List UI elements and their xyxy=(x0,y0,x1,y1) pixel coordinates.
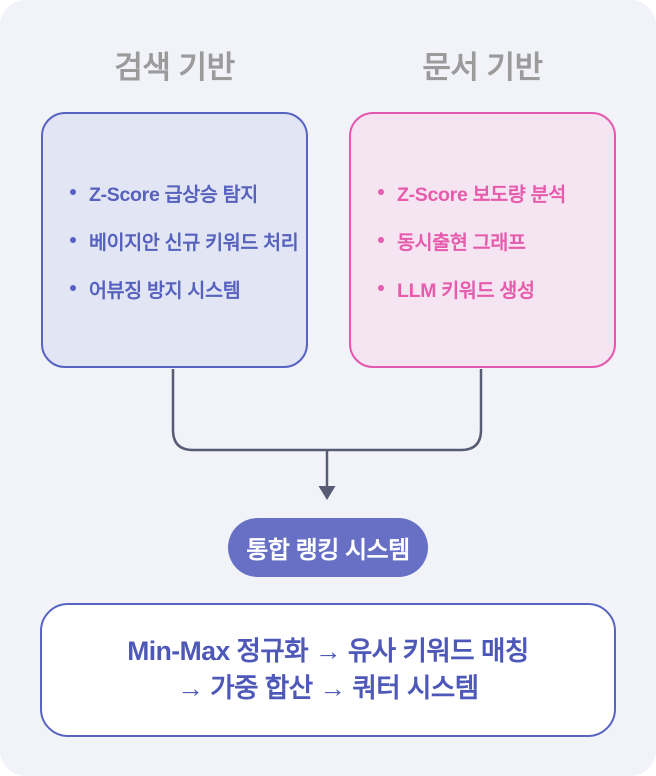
bullet-icon xyxy=(378,237,384,243)
merge-connector-line xyxy=(171,369,483,452)
list-item-label: Z-Score 급상승 탐지 xyxy=(89,183,258,206)
merged-ranking-badge: 통합 랭킹 시스템 xyxy=(228,518,428,577)
arrow-down-icon xyxy=(318,486,336,500)
list-item: Z-Score 보도량 분석 xyxy=(378,178,614,207)
search-based-box: Z-Score 급상승 탐지 베이지안 신규 키워드 처리 어뷰징 방지 시스템 xyxy=(41,112,308,368)
list-item-label: 어뷰징 방지 시스템 xyxy=(89,279,241,302)
pipeline-line1: Min-Max 정규화 → 유사 키워드 매칭 xyxy=(127,636,529,666)
document-based-box: Z-Score 보도량 분석 동시출현 그래프 LLM 키워드 생성 xyxy=(349,112,616,368)
list-item: 베이지안 신규 키워드 처리 xyxy=(70,226,306,255)
list-item-label: 베이지안 신규 키워드 처리 xyxy=(89,231,299,254)
merged-ranking-badge-label: 통합 랭킹 시스템 xyxy=(246,537,410,564)
pipeline-box: Min-Max 정규화 → 유사 키워드 매칭 → 가중 합산 → 쿼터 시스템 xyxy=(40,603,616,737)
bullet-icon xyxy=(70,189,76,195)
column-title-search: 검색 기반 xyxy=(114,50,235,85)
document-based-list: Z-Score 보도량 분석 동시출현 그래프 LLM 키워드 생성 xyxy=(351,178,614,303)
search-based-list: Z-Score 급상승 탐지 베이지안 신규 키워드 처리 어뷰징 방지 시스템 xyxy=(43,178,306,303)
bullet-icon xyxy=(378,285,384,291)
list-item: 어뷰징 방지 시스템 xyxy=(70,274,306,303)
bullet-icon xyxy=(70,237,76,243)
list-item-label: 동시출현 그래프 xyxy=(397,231,526,254)
bullet-icon xyxy=(70,285,76,291)
list-item-label: LLM 키워드 생성 xyxy=(397,279,535,302)
list-item: LLM 키워드 생성 xyxy=(378,274,614,303)
bullet-icon xyxy=(378,189,384,195)
pipeline-line2: → 가중 합산 → 쿼터 시스템 xyxy=(177,673,479,703)
list-item: Z-Score 급상승 탐지 xyxy=(70,178,306,207)
column-title-document: 문서 기반 xyxy=(422,50,543,85)
list-item: 동시출현 그래프 xyxy=(378,226,614,255)
list-item-label: Z-Score 보도량 분석 xyxy=(397,183,566,206)
